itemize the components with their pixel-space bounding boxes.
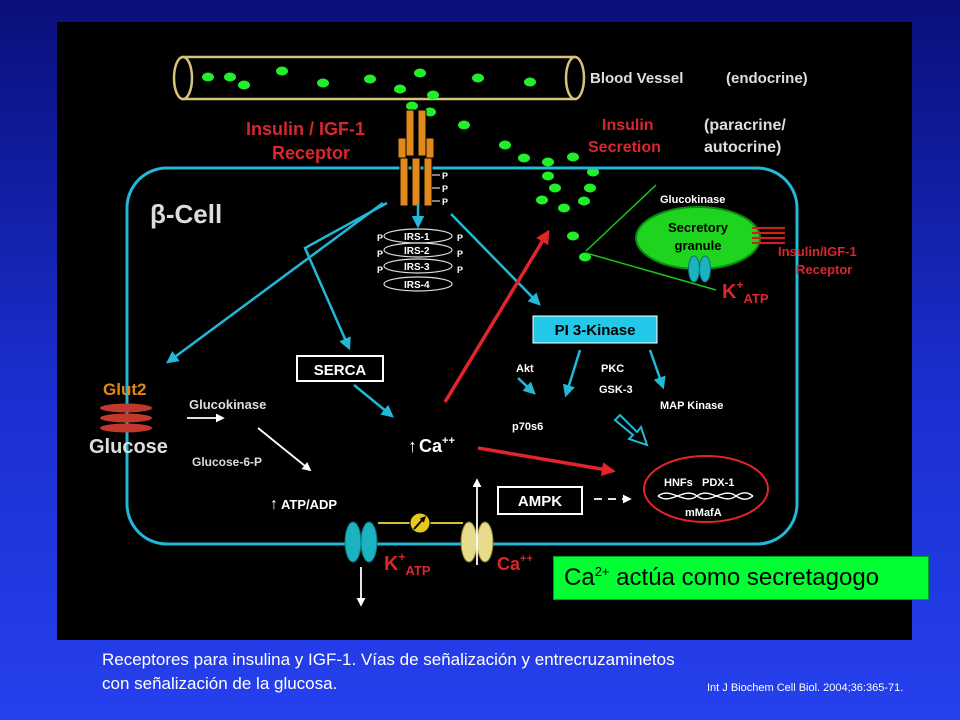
paracrine-line1: (paracrine/ (704, 117, 786, 134)
phospho-label: P (442, 184, 448, 194)
phospho-label: P (457, 265, 463, 275)
secretory-granule-line1: Secretory (668, 220, 729, 235)
akt-label: Akt (516, 363, 534, 375)
pdx1-label: PDX-1 (702, 477, 734, 489)
receptor-title-line1: Insulin / IGF-1 (246, 119, 365, 139)
map-kinase-label: MAP Kinase (660, 400, 723, 412)
irs4-label: IRS-4 (404, 280, 430, 291)
white-arrows (187, 413, 632, 607)
diagram-panel: P P P IRS-1 IRS-2 IRS-3 IRS-4 P P P P P … (57, 22, 912, 640)
pi3k-box (532, 315, 658, 344)
irs-stack (383, 228, 453, 292)
insulin-secretion-line1: Insulin (602, 117, 654, 134)
ca-channel (460, 521, 494, 563)
glut2-transporter (100, 403, 152, 433)
serca-label: SERCA (314, 362, 367, 379)
phospho-label: P (457, 233, 463, 243)
ca-intracellular-label: ↑Ca++ (408, 435, 455, 456)
irs2-label: IRS-2 (404, 246, 430, 257)
glucose-label: Glucose (89, 436, 168, 458)
granule-connector (585, 184, 657, 252)
granule-connector (585, 252, 717, 291)
glucokinase-top-label: Glucokinase (660, 194, 725, 206)
dna-strand (657, 492, 754, 500)
granule-receptor-line1: Insulin/IGF-1 (778, 244, 857, 259)
receptor-title-line2: Receptor (272, 143, 350, 163)
granule-receptor-bars (752, 226, 785, 245)
phospho-label: P (377, 233, 383, 243)
katp-channel (344, 521, 378, 563)
slide-caption: Receptores para insulina y IGF-1. Vías d… (102, 650, 675, 693)
endocrine-label: (endocrine) (726, 70, 808, 87)
ampk-label: AMPK (518, 493, 562, 510)
citation: Int J Biochem Cell Biol. 2004;36:365-71. (707, 682, 904, 694)
phospho-label: P (377, 249, 383, 259)
pi3k-label: PI 3-Kinase (555, 322, 636, 339)
beta-cell-label: β-Cell (150, 199, 222, 229)
nucleus (643, 455, 769, 523)
ca-membrane-label: Ca++ (497, 553, 533, 574)
serca-box (296, 355, 384, 382)
atp-adp-label: ↑ATP/ADP (270, 496, 337, 513)
p70s6-label: p70s6 (512, 421, 543, 433)
insulin-particles (202, 66, 599, 262)
insulin-igf1-receptor (397, 109, 440, 207)
signaling-diagram: P P P IRS-1 IRS-2 IRS-3 IRS-4 P P P P P … (89, 55, 857, 607)
secretagogue-callout: Ca2+ actúa como secretagogo (553, 556, 929, 600)
pkc-label: PKC (601, 363, 624, 375)
glucokinase-label: Glucokinase (189, 397, 266, 412)
phospho-label: P (457, 249, 463, 259)
blood-vessel-label: Blood Vessel (590, 70, 683, 87)
katp-granule-label: K+ATP (722, 278, 769, 306)
gsk3-hollow-arrow (613, 413, 649, 447)
phospho-label: P (377, 265, 383, 275)
red-arrows (443, 229, 616, 477)
granule-k-channel (688, 255, 711, 283)
secretory-granule-line2: granule (675, 238, 722, 253)
glut2-label: Glut2 (103, 380, 146, 399)
mmafa-label: mMafA (685, 507, 722, 519)
gsk3-label: GSK-3 (599, 384, 633, 396)
paracrine-line2: autocrine) (704, 139, 781, 156)
ampk-box (497, 486, 583, 515)
cyan-arrows (165, 201, 666, 418)
irs1-label: IRS-1 (404, 232, 430, 243)
insulin-secretion-line2: Secretion (588, 139, 661, 156)
katp-membrane-label: K+ATP (384, 550, 431, 578)
blood-vessel (172, 55, 586, 101)
irs3-label: IRS-3 (404, 262, 430, 273)
hnfs-label: HNFs (664, 477, 693, 489)
glucose6p-label: Glucose-6-P (192, 455, 262, 469)
phospho-label: P (442, 171, 448, 181)
phospho-label: P (442, 197, 448, 207)
membrane-potential-sensor (378, 512, 463, 534)
granule-receptor-line2: Receptor (796, 262, 852, 277)
